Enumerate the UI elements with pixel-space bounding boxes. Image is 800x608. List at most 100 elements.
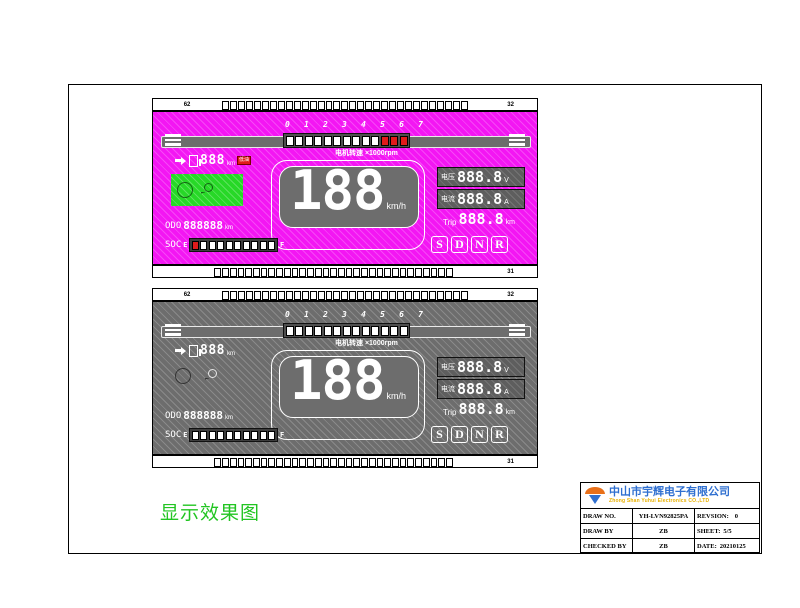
soc-full-label-2: F (279, 431, 285, 439)
gear-s: S (431, 236, 448, 253)
odo-label-2: ODO (165, 411, 182, 421)
tach-tick-1-2: 1 (304, 310, 309, 319)
draw-no-key: DRAW NO. (581, 509, 633, 523)
indicator-lamp-group-2 (175, 368, 221, 384)
gear-r: R (491, 236, 508, 253)
title-block-row: CHECKED BY ZB DATE: 20210125 (581, 539, 759, 553)
voltage-unit-2: V (504, 367, 509, 374)
draw-by-value: ZB (633, 524, 695, 538)
trip-label: Trip (443, 218, 457, 227)
tach-scale: 0 1 2 3 4 5 6 7 (285, 120, 423, 129)
tach-tick-7-2: 7 (418, 310, 423, 319)
range-value: 888 (200, 153, 225, 168)
revision-cell: REVSION: 0 (695, 509, 759, 523)
range-display: 888 km 低油 (175, 154, 251, 167)
warning-lamp-icon (177, 182, 193, 198)
speed-unit-2: km/h (386, 391, 407, 401)
tach-tick-6-2: 6 (399, 310, 404, 319)
current-value-2: 888.8 (457, 379, 503, 398)
odometer-2: ODO 888888 km (165, 410, 233, 421)
pin-label-right-2: 32 (507, 292, 514, 298)
tach-tick-4: 4 (361, 120, 366, 129)
odo-value: 888888 (183, 219, 224, 232)
tach-scale-2: 0 1 2 3 4 5 6 7 (285, 310, 423, 319)
pin-label-right: 32 (507, 102, 514, 108)
current-label-2: 电流 (441, 386, 455, 393)
lcd-glass-magenta: 0 1 2 3 4 5 6 7 电机转速 ×1000rpm 888 km 低油 (152, 111, 538, 265)
speedometer-2: 188 km/h (290, 349, 407, 412)
speedo-bezel (271, 160, 425, 250)
tach-tick-0: 0 (285, 120, 290, 129)
speedo-inner-bezel (279, 166, 419, 228)
pin-strip-top-2 (222, 291, 468, 300)
tach-tick-0-2: 0 (285, 310, 290, 319)
voltage-unit: V (504, 177, 509, 184)
turn-signal-left (165, 134, 181, 146)
range-unit: km (226, 161, 235, 167)
gear-d-2: D (451, 426, 468, 443)
tach-tick-4-2: 4 (361, 310, 366, 319)
gear-s-2: S (431, 426, 448, 443)
indicator-lamp-group (171, 174, 243, 206)
turn-signal-right-2 (509, 324, 525, 336)
speedo-bezel-2 (271, 350, 425, 440)
tach-tick-7: 7 (418, 120, 423, 129)
gear-r-2: R (491, 426, 508, 443)
tach-tick-2: 2 (323, 120, 328, 129)
pin-label-bottom-right: 31 (507, 269, 514, 275)
arrow-right-icon (175, 156, 187, 165)
pin-label-left-2: 62 (183, 292, 191, 298)
speed-value-2: 188 (290, 349, 386, 412)
low-fuel-tag: 低油 (236, 156, 251, 165)
gear-indicator-group: S D N R (431, 236, 508, 253)
voltage-value: 888.8 (457, 167, 503, 186)
speedometer: 188 km/h (290, 164, 407, 218)
soc-gauge: SOC E F (165, 238, 284, 252)
date-key: DATE: (697, 542, 717, 550)
pin-header-top: 62 32 (152, 98, 538, 111)
lcd-panel-gray: 62 32 0 1 2 3 4 5 6 7 (152, 288, 538, 468)
pin-label-left: 62 (183, 102, 191, 108)
company-name-en: Zhong Shan Yuhui Electronics CO.,LTD (609, 498, 710, 504)
tach-unit-label-2: 电机转速 ×1000rpm (335, 340, 398, 347)
drawing-caption: 显示效果图 (160, 503, 261, 524)
date-value: 20210125 (719, 542, 746, 550)
date-cell: DATE: 20210125 (695, 539, 759, 553)
trip-display: Trip 888.8 km (443, 212, 515, 228)
speedo-inner-bezel-2 (279, 356, 419, 418)
soc-label-2: SOC (165, 430, 182, 440)
soc-full-label: F (279, 241, 285, 249)
tach-tick-5: 5 (380, 120, 385, 129)
sheet-key: SHEET: (697, 527, 721, 535)
current-label: 电流 (441, 196, 455, 203)
speed-unit: km/h (386, 201, 407, 211)
voltage-label-2: 电压 (441, 364, 455, 371)
odo-label: ODO (165, 221, 182, 231)
pin-label-bottom-right-2: 31 (507, 459, 514, 465)
current-value: 888.8 (457, 189, 503, 208)
trip-label-2: Trip (443, 408, 457, 417)
pin-strip-bottom (214, 268, 453, 277)
odo-unit: km (225, 225, 234, 231)
soc-empty-label-2: E (183, 431, 188, 439)
pin-header-top-2: 62 32 (152, 288, 538, 301)
current-display: 电流 888.8 A (437, 189, 525, 209)
tach-tick-2-2: 2 (323, 310, 328, 319)
tach-tick-3: 3 (342, 120, 347, 129)
draw-no-value: YH-LVN92825PA (633, 509, 695, 523)
tach-tick-3-2: 3 (342, 310, 347, 319)
odo-unit-2: km (225, 415, 234, 421)
tach-unit-label: 电机转速 ×1000rpm (335, 150, 398, 157)
pin-strip-top (222, 101, 468, 110)
odo-value-2: 888888 (183, 409, 224, 422)
trip-value-2: 888.8 (458, 400, 504, 418)
gear-n: N (471, 236, 488, 253)
tach-bargraph-2 (283, 323, 410, 338)
soc-bargraph (189, 238, 278, 252)
soc-empty-label: E (183, 241, 188, 249)
company-name-cn: 中山市宇辉电子有限公司 (609, 486, 730, 498)
pin-strip-bottom-2 (214, 458, 453, 467)
fuel-pump-icon-2 (189, 344, 201, 357)
range-display-2: 888 km (175, 344, 235, 357)
